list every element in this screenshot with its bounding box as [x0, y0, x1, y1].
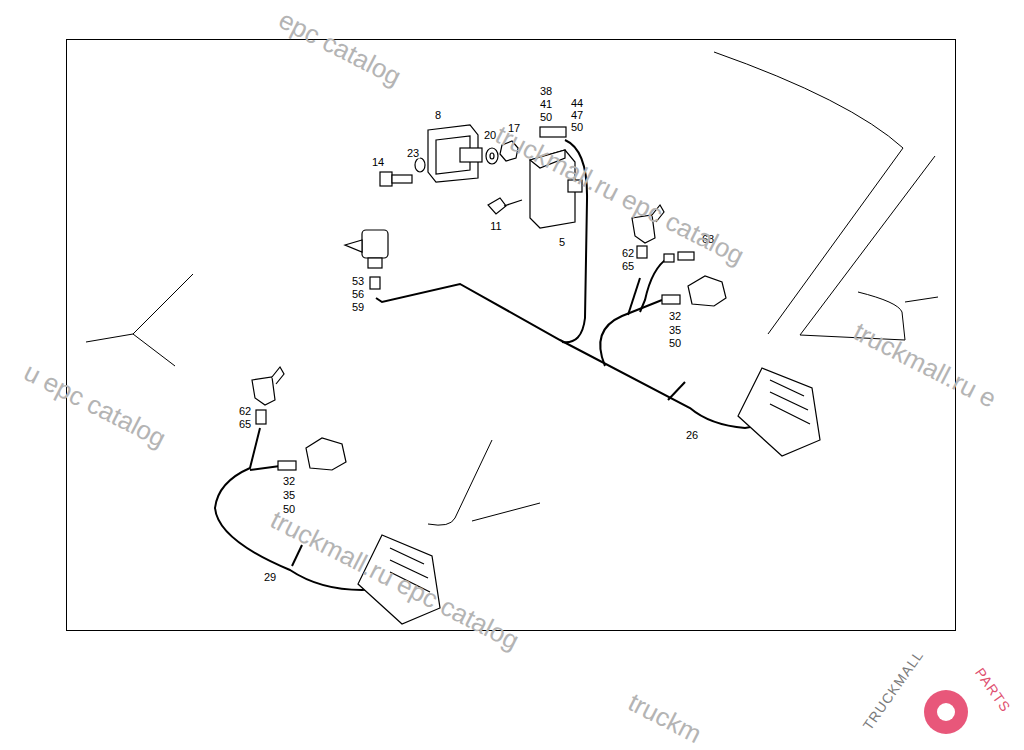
callout-number: 8: [434, 110, 442, 121]
connector: [540, 127, 566, 137]
watermark: truckmall.ru epc catalog: [267, 506, 523, 654]
washer: [486, 148, 498, 164]
sensor: [252, 377, 275, 405]
control-module: [738, 368, 820, 456]
actuator: [368, 258, 382, 268]
callout-number: 65: [238, 419, 252, 430]
body-line: [714, 52, 903, 334]
wire-harness: [600, 300, 662, 366]
callout-number: 44: [570, 98, 584, 109]
control-module: [770, 380, 810, 424]
connector: [256, 410, 266, 424]
callout-number: 5: [558, 237, 566, 248]
frame: [67, 40, 956, 631]
callout-number: 53: [351, 276, 365, 287]
body-line: [428, 440, 540, 525]
watermark: truckmall.ru e: [850, 318, 1001, 412]
watermark: truckm: [624, 689, 705, 748]
callout-number: 26: [685, 430, 699, 441]
body-line: [800, 156, 935, 340]
callout-number: 65: [621, 261, 635, 272]
callout-number: 56: [351, 289, 365, 300]
wire-harness: [250, 466, 280, 470]
callout-number: 50: [539, 112, 553, 123]
connector: [662, 295, 680, 304]
logo-gear: [924, 690, 968, 734]
logo-gear: [937, 703, 955, 721]
bulb: [678, 252, 694, 260]
callout-number: 29: [263, 572, 277, 583]
callout-number: 14: [371, 157, 385, 168]
bolt: [392, 175, 412, 183]
wire-harness: [668, 382, 685, 400]
body-line: [905, 297, 938, 302]
connector: [370, 277, 380, 289]
bolt: [380, 172, 392, 186]
callout-number: 35: [668, 325, 682, 336]
actuator: [345, 240, 362, 252]
callout-number: 47: [570, 110, 584, 121]
relay-switch: [460, 148, 482, 162]
sensor: [272, 367, 284, 384]
callout-number: 62: [238, 406, 252, 417]
watermark: u epc catalog: [20, 358, 170, 451]
spacer: [415, 158, 425, 172]
callout-number: 62: [621, 248, 635, 259]
callout-number: 32: [282, 476, 296, 487]
callout-number: 11: [489, 221, 502, 232]
screw: [504, 200, 522, 206]
callout-number: 41: [539, 99, 553, 110]
watermark: epc catalog: [275, 6, 405, 90]
logo-text: PARTS: [973, 665, 1013, 714]
screw: [488, 198, 506, 214]
connector: [664, 254, 674, 262]
actuator: [362, 230, 388, 258]
callout-number: 50: [668, 338, 682, 349]
horn: [688, 276, 726, 306]
callout-number: 23: [406, 148, 420, 159]
callout-number: 35: [282, 490, 296, 501]
washer: [490, 153, 494, 159]
callout-number: 59: [351, 302, 365, 313]
connector: [637, 246, 647, 258]
callout-number: 50: [570, 122, 584, 133]
logo: [924, 690, 968, 734]
connector: [278, 461, 296, 470]
callout-number: 38: [539, 86, 553, 97]
wire-harness: [292, 545, 302, 566]
body-line: [86, 274, 193, 366]
callout-number: 32: [668, 311, 682, 322]
logo-text: TRUCKMALL: [860, 648, 925, 733]
horn: [306, 438, 346, 470]
wire-harness: [628, 278, 640, 315]
